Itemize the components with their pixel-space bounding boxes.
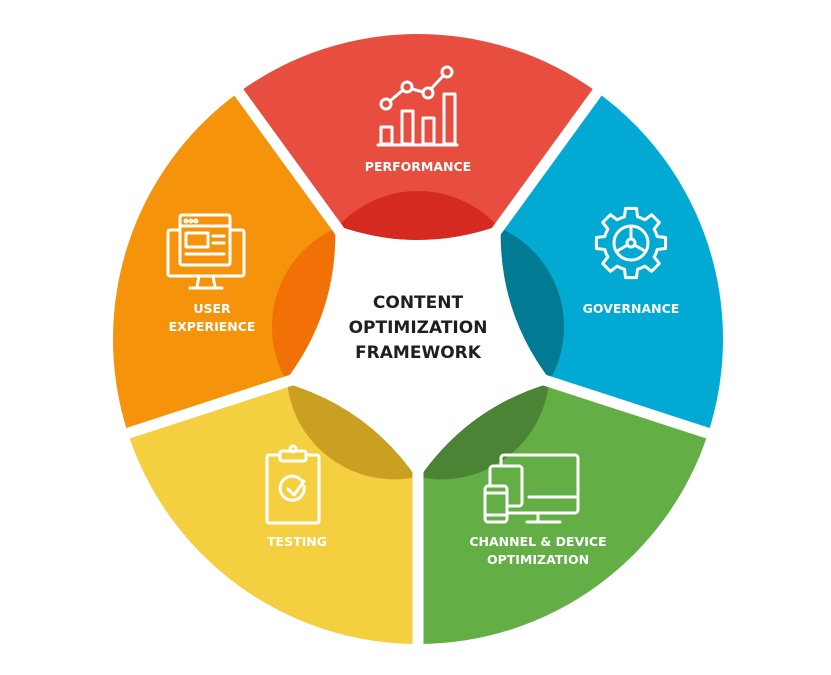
devices-icon: [483, 453, 580, 524]
segment-label-channel-line1: CHANNEL & DEVICE: [469, 534, 606, 549]
monitor-layout-icon: [166, 213, 246, 290]
segment-inner-shade: [286, 382, 418, 480]
clipboard-check-icon: [265, 444, 321, 525]
segment-label-ux-line1: USER: [193, 301, 231, 316]
segment-inner-shade: [418, 382, 550, 480]
segment-label-ux-line2: EXPERIENCE: [169, 319, 256, 334]
center-title-line3: FRAMEWORK: [355, 343, 482, 363]
center-title-line1: CONTENT: [373, 293, 464, 313]
segment-divider: [490, 80, 608, 237]
segment-divider: [540, 374, 720, 442]
segment-label-performance: PERFORMANCE: [365, 159, 471, 174]
segment-shape: [238, 34, 598, 240]
segment-label-governance: GOVERNANCE: [583, 301, 680, 316]
segment-testing: [127, 382, 418, 644]
segment-divider: [228, 80, 346, 237]
segment-performance: [238, 34, 598, 240]
segment-dividers: [116, 80, 720, 654]
segment-label-channel-line2: OPTIMIZATION: [487, 552, 589, 567]
gear-icon: [594, 206, 668, 280]
bar-chart-icon: [376, 65, 459, 147]
segment-label-testing: TESTING: [267, 534, 327, 549]
center-title-line2: OPTIMIZATION: [349, 318, 488, 338]
segment-divider: [116, 374, 296, 442]
